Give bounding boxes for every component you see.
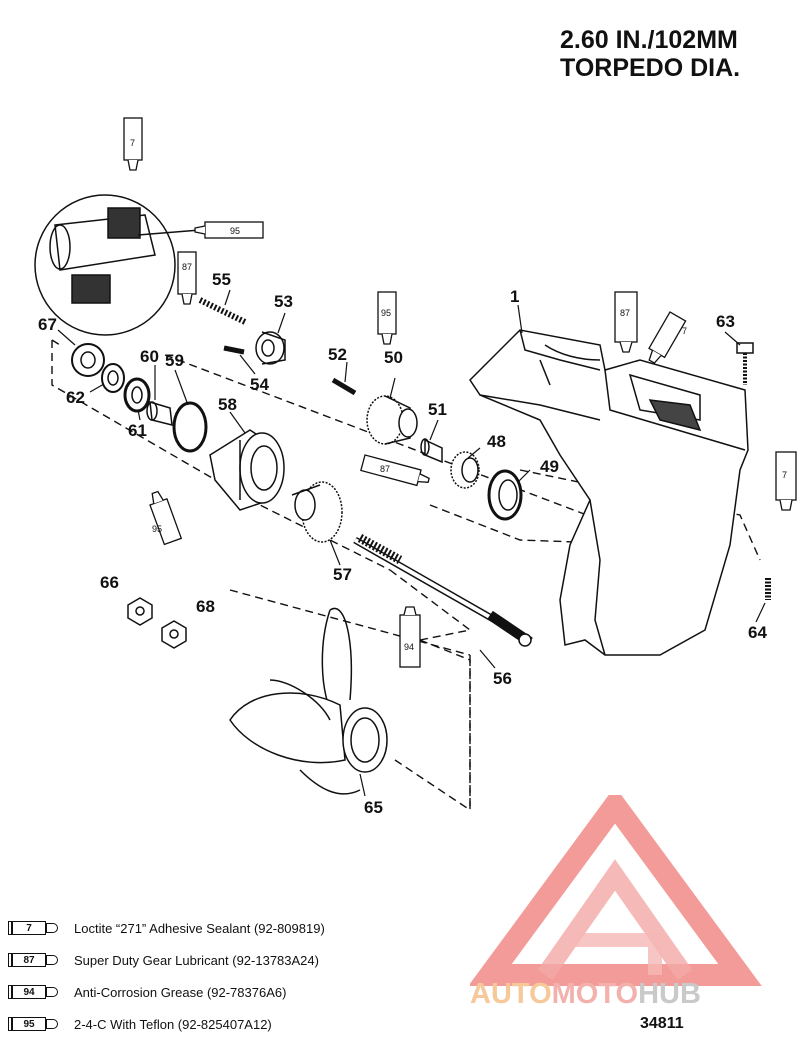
callout-1: 1 [510,287,519,306]
tube-labels: 7 95 87 95 87 7 87 95 94 7 [130,138,787,652]
callout-66: 66 [100,573,119,592]
callout-56: 56 [493,669,512,688]
callout-51: 51 [428,400,447,419]
legend-tube-number: 7 [26,923,32,934]
title-line-2: TORPEDO DIA. [560,54,741,82]
tube-label-87: 87 [380,464,390,474]
callout-63: 63 [716,312,735,331]
callout-55: 55 [212,270,231,289]
tube-label-94: 94 [404,642,414,652]
watermark-hub: HUB [638,978,701,1010]
legend-text: Anti-Corrosion Grease (92-78376A6) [74,984,287,1000]
clutch [255,331,286,365]
o-ring [172,401,208,453]
logo-triangle-icon [470,795,762,986]
callout-60: 60 [140,347,159,366]
tube-icon: 7 [8,921,64,935]
roller-bearing [420,438,443,464]
legend-tube-number: 94 [23,987,35,998]
bearing-carrier [209,429,285,511]
logo-g-stroke-icon [575,933,662,975]
leader-lines [57,289,766,797]
tube-label-7: 7 [682,326,687,336]
propeller [229,607,388,795]
needle-bearing [146,400,173,426]
figure-number: 34811 [640,1015,684,1032]
tab-washer-nut [161,620,187,649]
callout-58: 58 [218,395,237,414]
tube-icon: 87 [8,953,64,967]
callout-64: 64 [748,623,767,642]
legend-text: 2-4-C With Teflon (92-825407A12) [74,1016,272,1032]
bearing-cup [487,469,523,521]
housing-bolt [736,342,754,385]
callout-68: 68 [196,597,215,616]
callout-52: 52 [328,345,347,364]
tube-label-95: 95 [230,226,240,236]
tube-label-7: 7 [782,470,787,480]
washer [101,363,125,393]
cross-pin [223,345,245,355]
callout-65: 65 [364,798,383,817]
retaining-pin [331,377,357,396]
propeller-shaft [353,534,533,647]
tube-label-95: 95 [152,524,162,534]
callout-54: 54 [250,375,269,394]
legend-row-7: 7 Loctite “271” Adhesive Sealant (92-809… [8,912,428,944]
callout-50: 50 [384,348,403,367]
oil-seal [123,377,151,413]
callout-49: 49 [540,457,559,476]
tube-label-7: 7 [130,138,135,148]
pinion-gear [366,395,418,445]
callout-57: 57 [333,565,352,584]
callout-67: 67 [38,315,57,334]
legend-text: Loctite “271” Adhesive Sealant (92-80981… [74,920,325,936]
callout-59: 59 [165,351,184,370]
diagram-title: 2.60 IN./102MM TORPEDO DIA. [560,26,790,82]
propeller-nut [127,597,153,626]
legend-tube-number: 87 [23,955,35,966]
callout-62: 62 [66,388,85,407]
lubricant-legend: 7 Loctite “271” Adhesive Sealant (92-809… [8,912,428,1040]
watermark-auto: AUTO [470,978,552,1010]
tube-icon: 94 [8,985,64,999]
legend-row-87: 87 Super Duty Gear Lubricant (92-13783A2… [8,944,428,976]
detail-inset [34,194,201,336]
shift-spring [198,297,247,325]
watermark-text: AUTOMOTOHUB [470,978,795,1011]
tube-label-87: 87 [620,308,630,318]
legend-tube-number: 95 [23,1019,35,1030]
legend-text: Super Duty Gear Lubricant (92-13783A24) [74,952,319,968]
tapered-bearing [450,451,480,489]
title-line-1: 2.60 IN./102MM [560,26,738,54]
watermark-logo [470,795,762,986]
legend-row-94: 94 Anti-Corrosion Grease (92-78376A6) [8,976,428,1008]
callout-61: 61 [128,421,147,440]
gear-housing [469,329,749,656]
callout-48: 48 [487,432,506,451]
legend-row-95: 95 2-4-C With Teflon (92-825407A12) [8,1008,428,1040]
watermark-moto: MOTO [551,978,639,1010]
tube-label-95: 95 [381,308,391,318]
callout-53: 53 [274,292,293,311]
sealant-tubes [123,117,797,668]
reverse-gear [291,481,343,543]
retainer-nut [71,343,105,377]
tube-label-87: 87 [182,262,192,272]
callout-numbers: 1 48 49 50 51 52 53 54 55 56 57 58 59 60… [38,270,767,817]
tube-icon: 95 [8,1017,64,1031]
